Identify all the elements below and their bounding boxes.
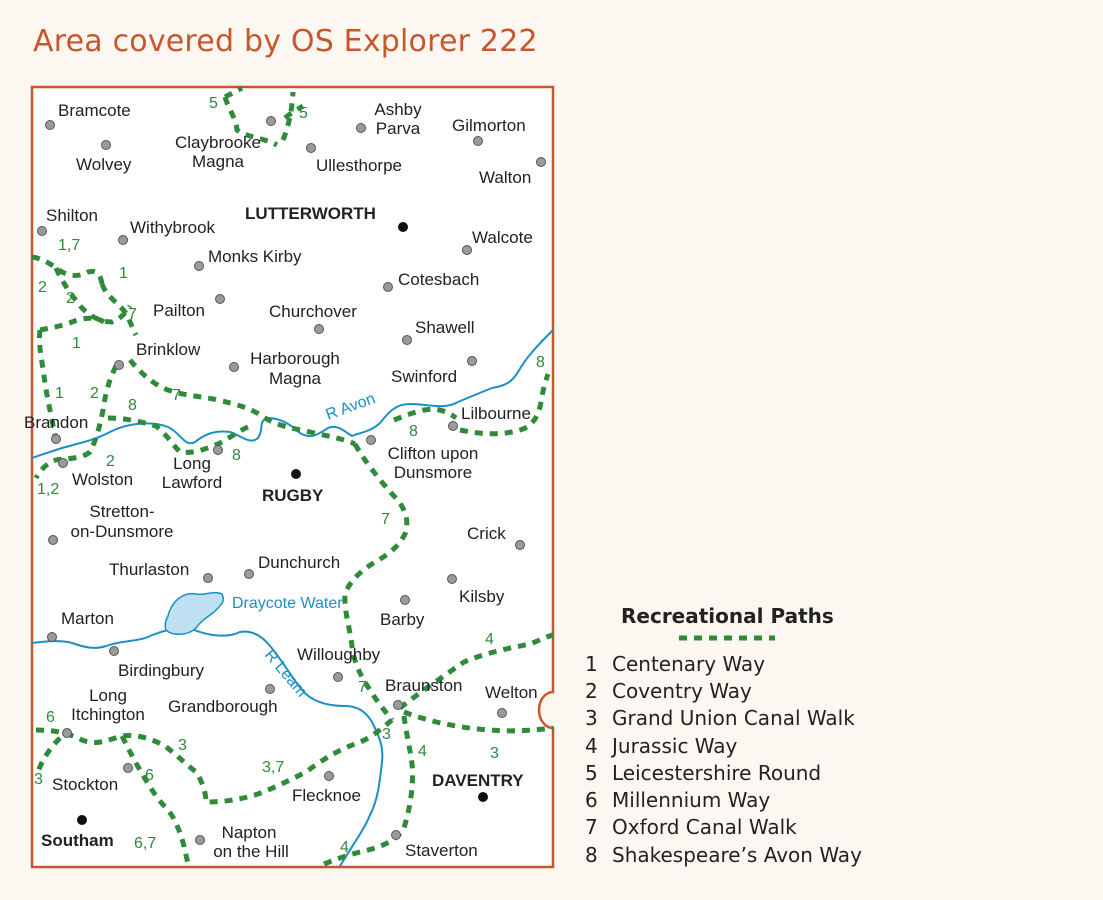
village-label: Withybrook — [130, 218, 216, 237]
route-number-label: 3 — [382, 726, 391, 743]
route-number-label: 8 — [409, 423, 418, 440]
village-label: Ullesthorpe — [316, 156, 402, 175]
route-number-label: 1 — [119, 265, 128, 282]
village-label: Welton — [485, 683, 538, 702]
draycote-water — [164, 591, 225, 635]
village-label: Shawell — [415, 318, 475, 337]
route-number-label: 8 — [536, 354, 545, 371]
village-label: Brandon — [24, 413, 88, 432]
rivers — [31, 329, 554, 867]
river-avon — [31, 329, 554, 459]
town-label: DAVENTRY — [432, 771, 524, 790]
village-label: Shilton — [46, 206, 98, 225]
route-number-label: 4 — [340, 839, 349, 856]
village-label: Thurlaston — [109, 560, 189, 579]
route-number-label: 1 — [72, 335, 81, 352]
village-label: Stockton — [52, 775, 118, 794]
village-label: Cotesbach — [398, 270, 479, 289]
village-label: Gilmorton — [452, 116, 526, 135]
village-label: Staverton — [405, 841, 478, 860]
route-number-label: 3 — [178, 737, 187, 754]
village-label: Grandborough — [168, 697, 278, 716]
village-label: Barby — [380, 610, 425, 629]
route-number-label: 5 — [209, 95, 218, 112]
route-number-label: 3 — [490, 745, 499, 762]
village-label: Marton — [61, 609, 114, 628]
route-number-label: 7 — [358, 679, 367, 696]
village-dots — [37, 116, 546, 845]
town-dots — [77, 222, 488, 825]
green-dashed-path-icon — [679, 635, 775, 641]
route-number-label: 1 — [55, 385, 64, 402]
village-label: Brinklow — [136, 340, 201, 359]
town-labels: LUTTERWORTH RUGBY DAVENTRY Southam — [41, 204, 524, 850]
route-number-label: 7 — [128, 306, 137, 323]
village-label: Wolvey — [76, 155, 132, 174]
route-number-label: 3 — [34, 771, 43, 788]
village-label: Dunchurch — [258, 553, 340, 572]
route-numbers: 5 5 1,7 1 2 2 7 1 1 2 8 7 8 8 8 2 1,2 7 … — [34, 95, 545, 856]
route-number-label: 1,2 — [37, 481, 59, 498]
recreational-paths — [31, 85, 554, 869]
village-label: Walton — [479, 168, 531, 187]
village-label: Kilsby — [459, 587, 505, 606]
route-number-label: 2 — [38, 279, 47, 296]
village-label: Lilbourne — [461, 404, 531, 423]
draycote-water-label: Draycote Water — [232, 595, 343, 612]
town-label: Southam — [41, 831, 114, 850]
route-number-label: 6 — [46, 709, 55, 726]
village-label: Bramcote — [58, 101, 131, 120]
village-label: Braunston — [385, 676, 463, 695]
route-number-label: 6 — [145, 767, 154, 784]
river-leam — [31, 627, 384, 867]
route-number-label: 2 — [90, 385, 99, 402]
page-title: Area covered by OS Explorer 222 — [33, 24, 538, 59]
route-number-label: 8 — [128, 397, 137, 414]
route-number-label: 7 — [172, 387, 181, 404]
village-label: Crick — [467, 524, 506, 543]
village-label: Swinford — [391, 367, 457, 386]
town-label: RUGBY — [262, 486, 324, 505]
village-label: Walcote — [472, 228, 533, 247]
legend-title: Recreational Paths — [621, 604, 834, 628]
village-label: Flecknoe — [292, 786, 361, 805]
village-label: Churchover — [269, 302, 357, 321]
town-label: LUTTERWORTH — [245, 204, 376, 223]
route-number-label: 7 — [381, 511, 390, 528]
village-label: Monks Kirby — [208, 247, 302, 266]
route-number-label: 3,7 — [262, 759, 284, 776]
route-number-label: 2 — [106, 453, 115, 470]
route-number-label: 4 — [418, 743, 427, 760]
route-number-label: 5 — [299, 105, 308, 122]
route-number-label: 6,7 — [134, 835, 156, 852]
village-label: Wolston — [72, 470, 133, 489]
route-number-label: 4 — [485, 631, 494, 648]
route-number-label: 8 — [232, 447, 241, 464]
village-label: Willoughby — [297, 645, 381, 664]
stretton-on-dunsmore-label: Stretton-on-Dunsmore — [71, 502, 174, 541]
route-number-label: 2 — [66, 290, 75, 307]
village-label: Pailton — [153, 301, 205, 320]
village-label: Birdingbury — [118, 661, 204, 680]
route-number-label: 1,7 — [58, 237, 80, 254]
